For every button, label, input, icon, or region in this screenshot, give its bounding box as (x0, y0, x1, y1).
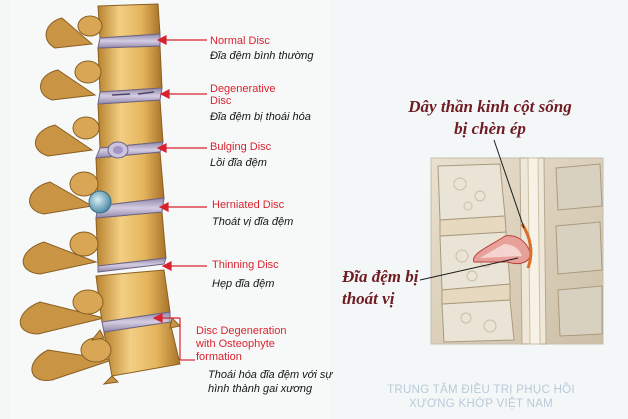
label-pointers (152, 35, 207, 361)
facet-joints (69, 15, 112, 363)
label-degenerative-disc-vi: Đĩa đệm bị thoái hóa (210, 111, 311, 123)
label-normal-disc-vi: Đĩa đệm bình thường (210, 50, 314, 62)
label-osteophyte-vi: Thoái hóa đĩa đệm với sự hình thành gai … (208, 369, 333, 395)
label-herniated-disc-vi: Thoát vị đĩa đệm (212, 216, 294, 228)
intervertebral-discs (95, 33, 171, 333)
cross-section-illustration (419, 139, 604, 345)
label-thinning-disc-vi: Hẹp đĩa đệm (212, 278, 275, 290)
label-bulging-disc-vi: Lồi đĩa đệm (210, 157, 267, 169)
label-bulging-disc-en: Bulging Disc (210, 141, 272, 153)
label-osteophyte-en: Disc Degeneration with Osteophyte format… (196, 325, 287, 363)
spinous-processes (19, 17, 113, 381)
label-herniated-disc-en: Herniated Disc (212, 199, 285, 211)
vertebral-bodies (95, 3, 181, 377)
callout-compressed-nerve: Dây thần kinh cột sống bị chèn ép (408, 97, 572, 138)
label-thinning-disc-en: Thinning Disc (212, 259, 279, 271)
callout-herniated-disc: Đĩa đệm bị thoát vị (342, 267, 419, 308)
label-normal-disc-en: Normal Disc (210, 35, 270, 47)
watermark-text: TRUNG TÂM ĐIỀU TRỊ PHỤC HỒI XƯƠNG KHỚP V… (387, 384, 575, 410)
label-degenerative-disc-en: Degenerative Disc (210, 83, 276, 107)
